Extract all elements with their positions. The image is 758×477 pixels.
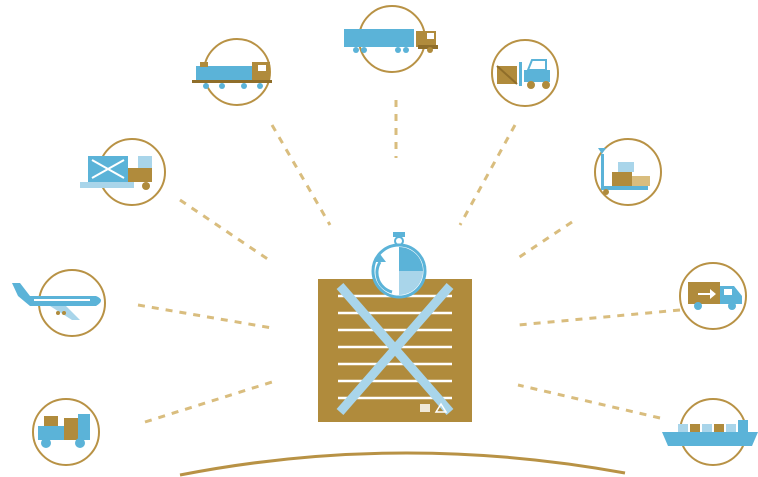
- connector-tractor: [145, 382, 272, 422]
- connector-locomotive: [272, 125, 330, 225]
- connector-warehouse: [180, 200, 272, 262]
- connector-ship: [518, 385, 660, 418]
- connector-airplane: [138, 305, 272, 328]
- ground-arc: [180, 453, 625, 475]
- connector-van: [518, 310, 680, 325]
- connector-forklift: [460, 125, 515, 225]
- connector-hand-truck: [518, 222, 572, 258]
- crate-with-stopwatch-icon: [318, 232, 472, 422]
- stopwatch-icon: [373, 232, 425, 297]
